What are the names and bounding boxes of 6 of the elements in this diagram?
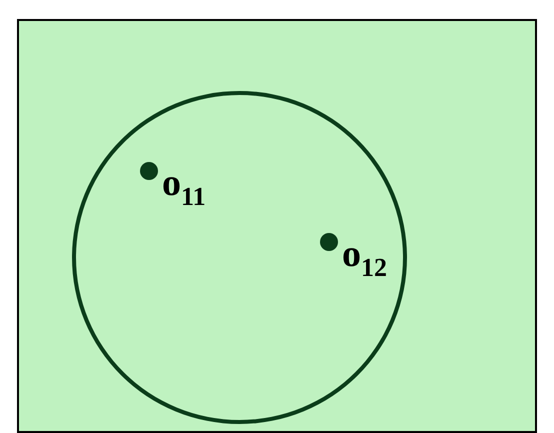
point-label: o$_{12}$ [342,235,387,281]
circle-outline [72,91,407,424]
frame-background [17,19,537,433]
point-dot [140,162,158,180]
point-label: o$_{11}$ [162,164,206,210]
point-dot [320,233,338,251]
